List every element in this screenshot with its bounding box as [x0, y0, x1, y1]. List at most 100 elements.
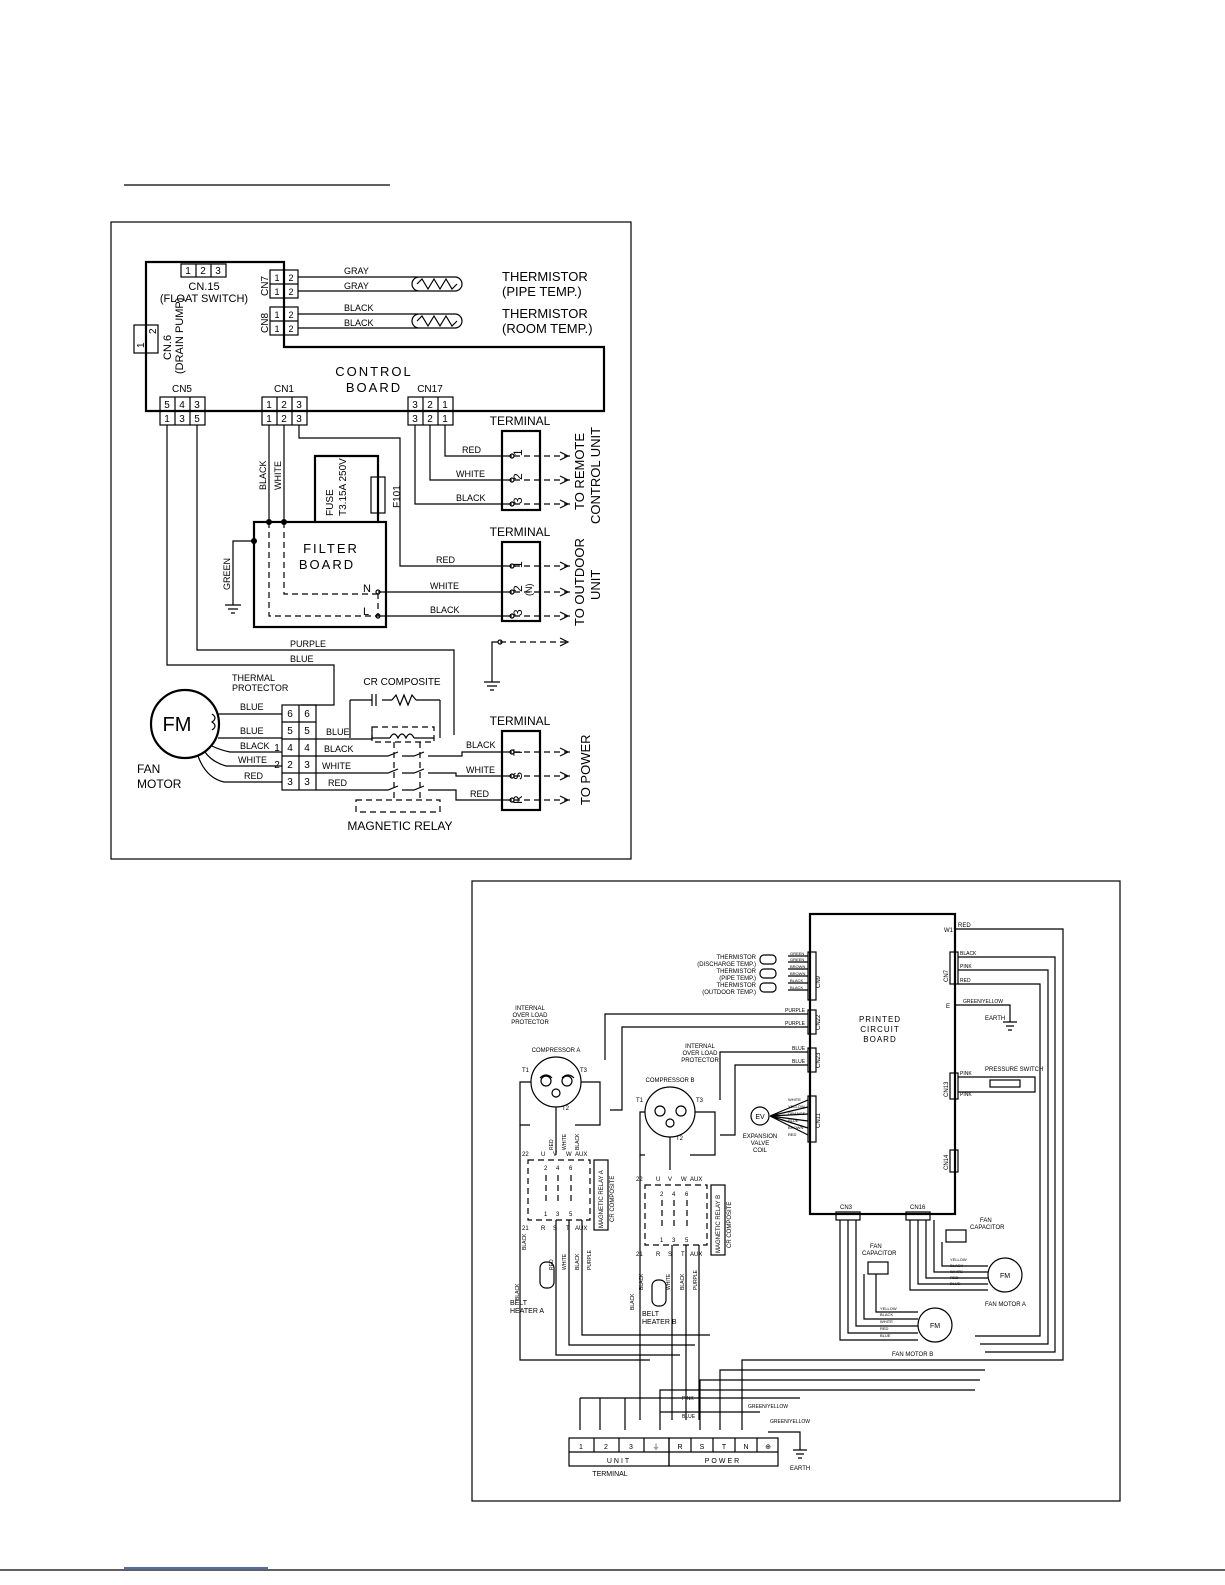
- thermistor-room-symbol: [411, 313, 463, 329]
- svg-text:3: 3: [511, 609, 525, 616]
- filter-board: [252, 520, 388, 629]
- belt-heater-a-symbol: [539, 1261, 555, 1289]
- svg-text:AUX: AUX: [690, 1177, 702, 1183]
- svg-text:INTERNAL: INTERNAL: [685, 1044, 715, 1050]
- svg-text:BLACK: BLACK: [515, 1283, 521, 1300]
- svg-text:CN1: CN1: [274, 384, 294, 395]
- svg-text:TERMINAL: TERMINAL: [490, 714, 551, 728]
- svg-text:3: 3: [296, 400, 302, 411]
- svg-text:BLACK: BLACK: [522, 1233, 528, 1250]
- svg-text:WHITE: WHITE: [788, 1097, 801, 1102]
- svg-text:RED: RED: [244, 771, 264, 781]
- svg-text:2: 2: [511, 585, 525, 592]
- svg-text:BLUE: BLUE: [788, 1118, 799, 1123]
- svg-text:T: T: [566, 1226, 570, 1232]
- svg-text:AUX: AUX: [575, 1226, 587, 1232]
- svg-text:E: E: [946, 1004, 950, 1010]
- svg-text:BELT: BELT: [510, 1300, 528, 1307]
- svg-text:CN7: CN7: [944, 969, 950, 982]
- svg-text:4: 4: [304, 743, 310, 754]
- svg-text:1: 1: [274, 287, 279, 297]
- svg-text:BLACK: BLACK: [324, 744, 354, 754]
- svg-text:FAN: FAN: [870, 1244, 882, 1250]
- svg-text:5: 5: [194, 414, 200, 425]
- svg-text:U: U: [541, 1152, 545, 1158]
- svg-text:BLACK: BLACK: [790, 978, 803, 983]
- svg-text:RED: RED: [462, 445, 482, 455]
- svg-text:BLACK: BLACK: [950, 1263, 963, 1268]
- svg-text:COMPRESSOR A: COMPRESSOR A: [532, 1048, 581, 1054]
- svg-text:RED: RED: [880, 1326, 889, 1331]
- svg-text:S: S: [553, 1226, 557, 1232]
- svg-text:T1: T1: [636, 1098, 644, 1104]
- filter-board-label-1: FILTER: [303, 541, 359, 556]
- svg-text:6: 6: [569, 1166, 573, 1172]
- cn8-connector: 1 2 1 2 CN8: [260, 306, 299, 336]
- svg-text:BLUE: BLUE: [240, 726, 264, 736]
- thermistor-pipe-label-2: (PIPE TEMP.): [502, 284, 582, 299]
- to-outdoor-label-1: TO OUTDOOR: [572, 538, 587, 626]
- relay-contacts: [380, 742, 440, 800]
- svg-text:S: S: [668, 1252, 672, 1258]
- svg-text:PROTECTOR: PROTECTOR: [681, 1058, 719, 1064]
- svg-text:YELLOW: YELLOW: [788, 1104, 805, 1109]
- svg-text:2: 2: [148, 328, 159, 334]
- magnetic-relay-a: [527, 1159, 591, 1221]
- svg-text:WHITE: WHITE: [562, 1133, 568, 1150]
- svg-text:HEATER B: HEATER B: [642, 1319, 677, 1326]
- svg-text:T2: T2: [562, 1106, 570, 1112]
- svg-text:T2: T2: [676, 1136, 684, 1142]
- svg-text:PRESSURE SWITCH: PRESSURE SWITCH: [985, 1067, 1043, 1073]
- svg-text:VALVE: VALVE: [751, 1141, 769, 1147]
- svg-text:RED: RED: [470, 789, 490, 799]
- svg-text:R: R: [677, 1444, 682, 1451]
- svg-text:4: 4: [556, 1166, 560, 1172]
- fuse-label-1: FUSE: [325, 489, 336, 516]
- svg-text:EARTH: EARTH: [790, 1466, 810, 1472]
- svg-text:PRINTED: PRINTED: [859, 1015, 901, 1024]
- svg-text:THERMAL: THERMAL: [232, 673, 275, 683]
- svg-text:CAPACITOR: CAPACITOR: [970, 1225, 1005, 1231]
- svg-text:PINK: PINK: [960, 1092, 972, 1098]
- expansion-valve-symbol: [750, 1106, 770, 1126]
- svg-text:CN13: CN13: [944, 1081, 950, 1097]
- svg-text:CN23: CN23: [816, 1052, 822, 1068]
- cr-composite-label: CR COMPOSITE: [363, 677, 441, 688]
- svg-text:CAPACITOR: CAPACITOR: [862, 1251, 897, 1257]
- svg-text:⏚: ⏚: [653, 1443, 660, 1451]
- svg-text:BROWN: BROWN: [788, 1125, 803, 1130]
- svg-text:CN3: CN3: [840, 1205, 853, 1211]
- svg-text:1: 1: [579, 1444, 583, 1451]
- cn1-connector: CN1 1 2 3 1 2 3: [261, 384, 308, 426]
- fan-motor-label-2: MOTOR: [137, 777, 182, 791]
- magnetic-relay-b: [644, 1184, 708, 1246]
- magnetic-relay-label: MAGNETIC RELAY: [347, 819, 452, 833]
- svg-text:W: W: [681, 1177, 687, 1183]
- svg-text:GREEN/YELLOW: GREEN/YELLOW: [770, 1419, 810, 1425]
- svg-text:BLACK: BLACK: [680, 1273, 686, 1290]
- fan-motor-fm: FM: [163, 714, 192, 736]
- svg-text:R: R: [541, 1226, 546, 1232]
- svg-text:POWER: POWER: [705, 1458, 741, 1465]
- svg-text:BLACK: BLACK: [880, 1312, 893, 1317]
- svg-text:WHITE: WHITE: [466, 765, 495, 775]
- svg-text:1: 1: [660, 1238, 664, 1244]
- terminal-remote: TERMINAL 1 2 3 TO REMOTE CONTROL UNIT: [490, 414, 603, 524]
- svg-text:3: 3: [511, 497, 525, 504]
- relay-coil-box: [371, 726, 435, 743]
- svg-text:1: 1: [511, 561, 525, 568]
- svg-text:RED: RED: [950, 1275, 959, 1280]
- svg-text:CR COMPOSITE: CR COMPOSITE: [610, 1176, 616, 1222]
- svg-text:BLUE: BLUE: [682, 1414, 696, 1420]
- svg-text:THERMISTOR: THERMISTOR: [716, 983, 756, 989]
- svg-text:PURPLE: PURPLE: [693, 1269, 699, 1290]
- svg-text:4: 4: [672, 1192, 676, 1198]
- svg-text:1: 1: [442, 400, 448, 411]
- svg-text:PINK: PINK: [960, 1071, 972, 1077]
- svg-text:COIL: COIL: [753, 1148, 768, 1154]
- svg-text:(PIPE TEMP.): (PIPE TEMP.): [719, 976, 756, 982]
- svg-text:2: 2: [281, 414, 287, 425]
- svg-text:2: 2: [288, 324, 293, 334]
- svg-text:1: 1: [442, 414, 448, 425]
- svg-text:N: N: [743, 1444, 748, 1451]
